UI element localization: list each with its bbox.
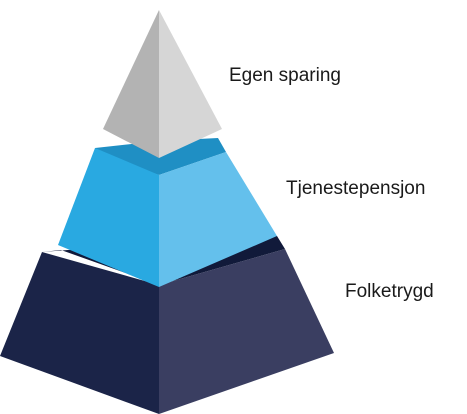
tier-label-folketrygd: Folketrygd (345, 281, 434, 302)
tier-top-right-face (159, 10, 222, 158)
tier-label-tjenestepensjon: Tjenestepensjon (286, 178, 426, 199)
tier-label-egen-sparing: Egen sparing (229, 65, 341, 86)
tier-middle-right-face (159, 152, 277, 287)
tier-top (103, 10, 222, 158)
tier-bottom-left-face (0, 252, 159, 414)
tier-bottom-right-face (159, 249, 334, 414)
tier-middle (58, 138, 277, 287)
tier-top-left-face (103, 10, 159, 158)
tier-middle-left-face (58, 148, 159, 287)
